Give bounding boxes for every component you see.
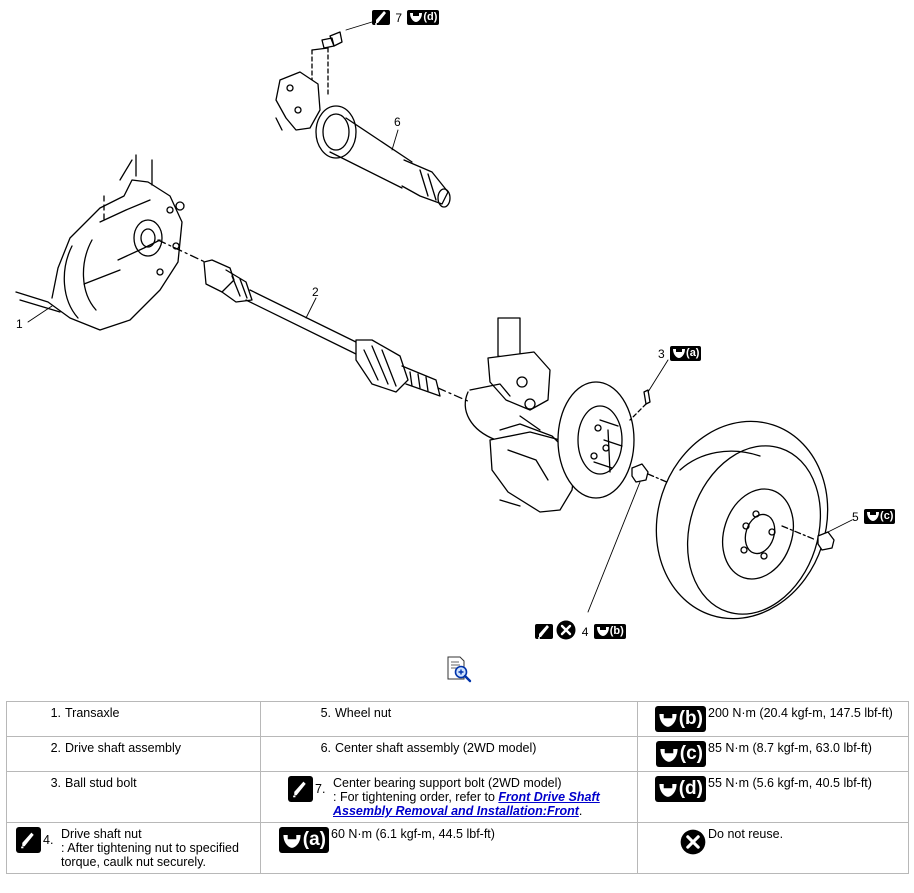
callout-1-number: 1 — [16, 316, 23, 331]
item-number: 3. — [50, 776, 61, 790]
do-not-reuse-icon — [556, 620, 576, 643]
item-text: Transaxle — [65, 706, 120, 720]
drive-shaft-drawing — [157, 239, 471, 403]
callout-6-number: 6 — [394, 114, 401, 129]
legend-cell-do-not-reuse: Do not reuse. — [637, 822, 909, 874]
item-text: Ball stud bolt — [65, 776, 137, 790]
item-text: Drive shaft assembly — [65, 741, 182, 755]
torque-wrench-icon: (c) — [864, 509, 896, 525]
torque-wrench-icon: (d) — [654, 776, 706, 802]
callout-4: 4 (b) — [535, 620, 626, 643]
item-text: Center bearing support bolt (2WD model) — [333, 776, 562, 790]
legend-cell-torque-a: (a) 60 N·m (6.1 kgf-m, 44.5 lbf-ft) — [260, 822, 638, 874]
item-number: 4. — [43, 833, 54, 847]
torque-wrench-icon: (d) — [407, 10, 440, 26]
item-text: Drive shaft nut — [61, 827, 142, 841]
item-number: 7. — [315, 782, 326, 796]
torque-wrench-icon: (c) — [655, 741, 706, 767]
callout-4-torque: (b) — [609, 625, 624, 637]
torque-label: (b) — [678, 708, 703, 729]
legend-cell-torque-b: (b) 200 N·m (20.4 kgf-m, 147.5 lbf-ft) — [637, 701, 909, 737]
item-number: 1. — [50, 706, 61, 720]
torque-value: 55 N·m (5.6 kgf-m, 40.5 lbf-ft) — [708, 776, 872, 790]
item-note-end: . — [578, 804, 583, 818]
callout-7-torque: (d) — [423, 11, 438, 24]
callout-3: 3 (a) — [656, 346, 702, 362]
transaxle-drawing — [15, 154, 185, 331]
legend-cell-5: 5. Wheel nut — [260, 701, 638, 737]
legend-table: 1. Transaxle 5. Wheel nut (b) 200 N·m (20.… — [6, 701, 909, 874]
callout-2-number: 2 — [312, 284, 319, 299]
torque-label: (d) — [678, 778, 703, 799]
legend-cell-1: 1. Transaxle — [6, 701, 261, 737]
legend-cell-7: 7. Center bearing support bolt (2WD mode… — [260, 771, 638, 823]
item-note: : For tightening order, refer to — [333, 790, 499, 804]
callout-6: 6 — [392, 114, 403, 129]
legend-cell-torque-d: (d) 55 N·m (5.6 kgf-m, 40.5 lbf-ft) — [637, 771, 909, 823]
torque-value: 60 N·m (6.1 kgf-m, 44.5 lbf-ft) — [331, 827, 495, 841]
torque-label: (a) — [302, 829, 326, 850]
torque-wrench-icon: (a) — [278, 827, 329, 853]
callout-7-number: 7 — [395, 10, 403, 25]
table-row: 3. Ball stud bolt 7. Center bearing suppo… — [6, 771, 909, 823]
callout-5-number: 5 — [852, 509, 859, 524]
torque-wrench-icon: (b) — [654, 706, 706, 732]
do-not-reuse-icon — [680, 829, 706, 858]
item-text: Center shaft assembly (2WD model) — [335, 741, 537, 755]
callout-5: 5 (c) — [850, 509, 896, 525]
do-not-reuse-text: Do not reuse. — [708, 827, 784, 841]
callout-2: 2 — [310, 284, 321, 299]
callout-3-torque: (a) — [686, 347, 700, 360]
leader-lines — [27, 21, 853, 613]
torque-wrench-icon: (b) — [593, 624, 626, 639]
callout-5-torque: (c) — [880, 510, 894, 523]
torque-wrench-icon: (a) — [670, 346, 702, 362]
zoom-in-icon[interactable] — [445, 655, 473, 683]
legend-cell-4: 4. Drive shaft nut : After tightening nu… — [6, 822, 261, 874]
table-row: 4. Drive shaft nut : After tightening nu… — [6, 822, 909, 874]
legend-cell-2: 2. Drive shaft assembly — [6, 736, 261, 772]
item-text: Wheel nut — [335, 706, 392, 720]
torque-value: 200 N·m (20.4 kgf-m, 147.5 lbf-ft) — [708, 706, 893, 720]
center-shaft-drawing — [275, 31, 451, 208]
removal-installation-link[interactable]: Front Drive Shaft Assembly Removal and I… — [333, 790, 600, 818]
ball-stud-bolt-drawing — [629, 389, 651, 421]
torque-label: (c) — [679, 743, 703, 764]
item-number: 2. — [50, 741, 61, 755]
callout-7: 7 (d) — [372, 10, 440, 26]
grease-icon — [288, 776, 313, 802]
knuckle-hub-drawing — [464, 317, 635, 513]
exploded-view-diagram — [15, 21, 853, 620]
item-note: : After tightening nut to specified torq… — [61, 841, 239, 869]
legend-cell-3: 3. Ball stud bolt — [6, 771, 261, 823]
legend-cell-torque-c: (c) 85 N·m (8.7 kgf-m, 63.0 lbf-ft) — [637, 736, 909, 772]
callout-1: 1 — [14, 316, 25, 331]
item-number: 6. — [320, 741, 331, 755]
grease-icon — [372, 10, 390, 26]
grease-icon — [16, 827, 41, 853]
item-number: 5. — [320, 706, 331, 720]
wheel-tire-drawing — [655, 420, 829, 620]
grease-icon — [535, 624, 553, 639]
table-row: 2. Drive shaft assembly 6. Center shaft as… — [6, 736, 909, 772]
callout-4-number: 4 — [581, 624, 589, 639]
torque-value: 85 N·m (8.7 kgf-m, 63.0 lbf-ft) — [708, 741, 872, 755]
legend-cell-6: 6. Center shaft assembly (2WD model) — [260, 736, 638, 772]
table-row: 1. Transaxle 5. Wheel nut (b) 200 N·m (20.… — [6, 701, 909, 737]
callout-3-number: 3 — [658, 346, 665, 361]
